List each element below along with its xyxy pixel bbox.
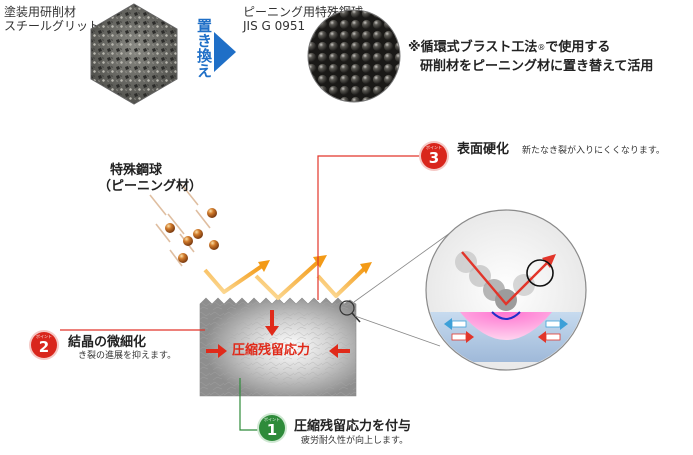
before-material-label-line1: 塗装用研削材	[4, 5, 77, 19]
rebound-arrowheads	[258, 255, 372, 274]
magnifier-icon	[339, 232, 451, 347]
point3-badge: ポイント 3	[421, 143, 447, 169]
point3-title: 表面硬化	[457, 142, 510, 157]
point3-leader-line	[317, 155, 420, 300]
shot-label-line1: 特殊鋼球	[110, 163, 163, 178]
replace-arrow-icon	[214, 32, 236, 72]
shot-label: 特殊鋼球 （ピーニング材）	[98, 163, 202, 195]
point1-leader-line	[239, 378, 258, 431]
metal-block	[199, 297, 357, 397]
note-line1: ※循環式ブラスト工法®で使用する	[408, 40, 610, 56]
point1-title: 圧縮残留応力を付与	[294, 419, 412, 434]
note-line1-text: ※循環式ブラスト工法	[408, 40, 538, 55]
point2-number: 2	[38, 338, 50, 356]
note-line1-tail: で使用する	[545, 40, 611, 55]
point2-title: 結晶の微細化	[68, 335, 147, 350]
point1-desc: 疲労耐久性が向上します。	[301, 436, 409, 446]
replace-label: 置き換え	[195, 18, 213, 78]
shot-label-line2: （ピーニング材）	[98, 179, 203, 194]
after-material-label-line2: JIS G 0951	[243, 19, 306, 33]
point2-badge-word: ポイント	[36, 334, 52, 339]
steel-shot-circle-image	[307, 9, 401, 103]
point1-badge-word: ポイント	[264, 417, 280, 422]
before-material-label: 塗装用研削材 スチールグリット	[4, 5, 100, 33]
note-line2: 研削材をピーニング材に置き替えて活用	[420, 59, 654, 74]
compressive-stress-label: 圧縮残留応力	[232, 343, 311, 358]
zoom-circle	[425, 209, 587, 371]
falling-shots	[149, 184, 219, 267]
point2-badge: ポイント 2	[31, 332, 57, 358]
before-material-label-line2: スチールグリット	[4, 19, 101, 33]
point1-badge: ポイント 1	[259, 415, 285, 441]
steel-grit-hexagon-image	[90, 3, 178, 105]
registered-mark: ®	[537, 43, 546, 52]
point3-number: 3	[428, 149, 440, 167]
point3-desc: 新たなき裂が入りにくくなります。	[522, 146, 665, 156]
point1-number: 1	[266, 421, 278, 439]
rebound-arrows	[203, 260, 367, 300]
stress-arrows	[206, 310, 350, 358]
point2-desc: き裂の進展を抑えます。	[78, 351, 177, 361]
point3-badge-word: ポイント	[426, 145, 442, 150]
